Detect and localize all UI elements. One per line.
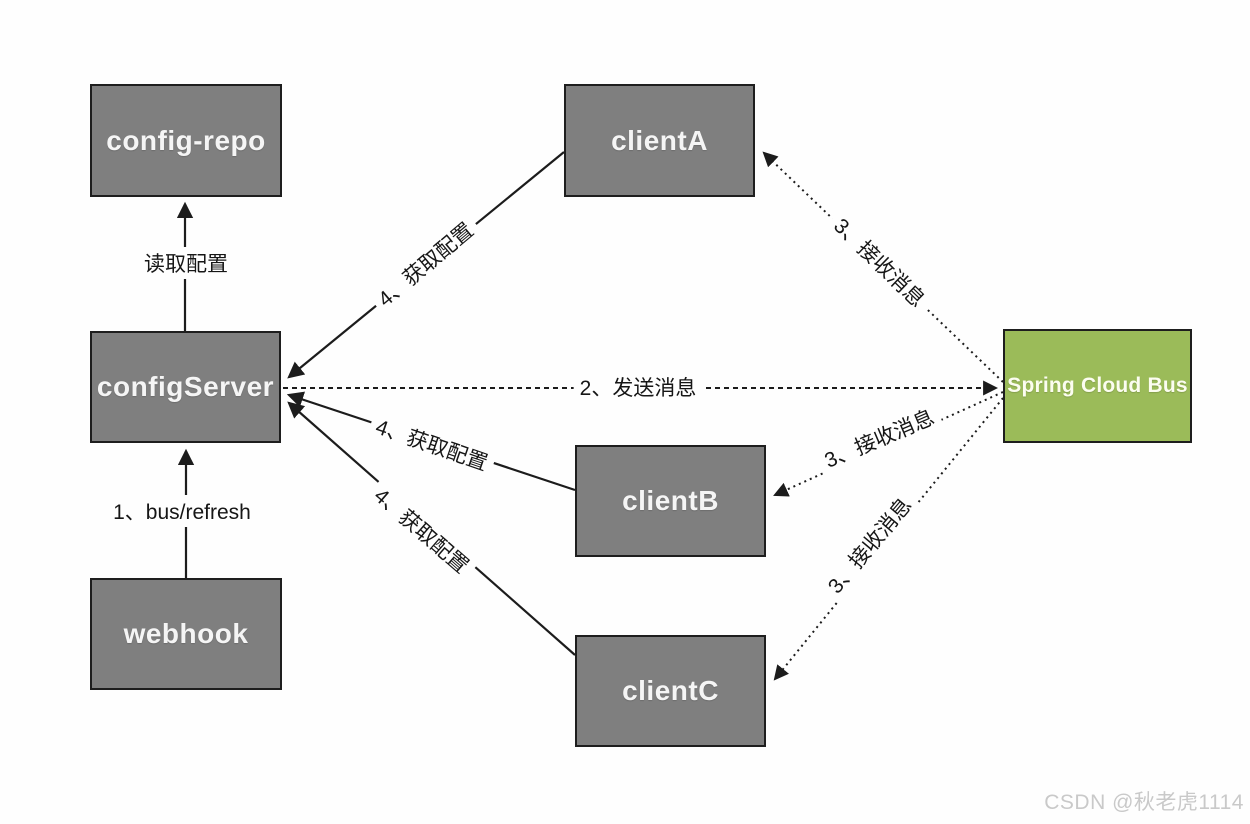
csdn-watermark: CSDN @秋老虎1114 xyxy=(1044,791,1244,814)
node-configserver: configServer xyxy=(90,331,281,443)
edge-label-read-config: 读取配置 xyxy=(138,247,234,279)
node-config-repo-label: config-repo xyxy=(106,124,266,156)
node-clientc-label: clientC xyxy=(622,675,719,706)
edge-line-bus-to-clienta xyxy=(762,151,1004,383)
node-clienta: clientA xyxy=(564,84,755,197)
edge-label-send-message: 2、发送消息 xyxy=(573,371,703,403)
node-clienta-label: clientA xyxy=(611,124,708,156)
node-clientb: clientB xyxy=(575,445,766,557)
node-webhook-label: webhook xyxy=(123,618,249,649)
node-configserver-label: configServer xyxy=(96,371,275,402)
node-webhook: webhook xyxy=(90,578,282,690)
edge-label-bus-refresh: 1、bus/refresh xyxy=(107,495,257,527)
node-spring-cloud-bus-label: Spring Cloud Bus xyxy=(1007,374,1188,397)
node-spring-cloud-bus: Spring Cloud Bus xyxy=(1003,329,1192,443)
node-clientb-label: clientB xyxy=(622,485,719,516)
node-clientc: clientC xyxy=(575,635,766,747)
node-config-repo: config-repo xyxy=(90,84,282,197)
